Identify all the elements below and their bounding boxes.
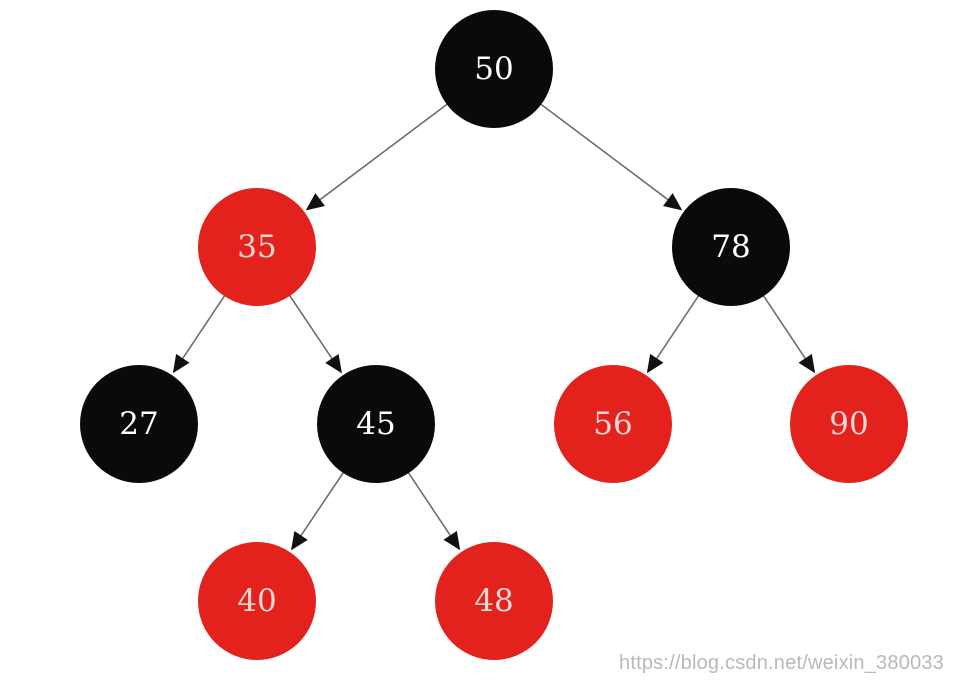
tree-node-56: 56 <box>554 365 672 483</box>
edge-arrowhead-n78-n90 <box>798 353 816 374</box>
edge-arrowhead-n45-n48 <box>443 530 461 551</box>
edge-line-n45-n40 <box>300 471 345 536</box>
tree-node-35: 35 <box>198 188 316 306</box>
edge-line-n50-n78 <box>539 103 669 201</box>
tree-node-27: 27 <box>80 365 198 483</box>
tree-node-50: 50 <box>435 10 553 128</box>
edge-line-n35-n27 <box>182 294 226 359</box>
node-label: 90 <box>829 406 869 442</box>
node-label: 50 <box>474 51 514 87</box>
edge-line-n50-n35 <box>319 103 449 201</box>
node-label: 40 <box>237 583 277 619</box>
edge-arrowhead-n45-n40 <box>291 530 308 551</box>
node-label: 45 <box>356 406 396 442</box>
node-label: 35 <box>237 229 277 265</box>
edge-arrowhead-n78-n56 <box>646 353 664 374</box>
watermark-url: https://blog.csdn.net/weixin_380033 <box>619 652 944 674</box>
edge-line-n78-n56 <box>656 294 700 359</box>
edge-line-n45-n48 <box>407 471 451 536</box>
edge-line-n35-n45 <box>288 294 333 359</box>
edge-line-n78-n90 <box>762 294 806 359</box>
edge-arrowhead-n50-n35 <box>305 193 325 211</box>
edge-arrowhead-n50-n78 <box>663 193 683 211</box>
tree-node-45: 45 <box>317 365 435 483</box>
tree-node-40: 40 <box>198 542 316 660</box>
tree-node-78: 78 <box>672 188 790 306</box>
node-label: 56 <box>593 406 633 442</box>
node-label: 48 <box>474 583 514 619</box>
edge-arrowhead-n35-n45 <box>325 353 342 374</box>
tree-node-90: 90 <box>790 365 908 483</box>
tree-node-48: 48 <box>435 542 553 660</box>
edge-arrowhead-n35-n27 <box>172 353 190 374</box>
node-label: 78 <box>711 229 751 265</box>
node-label: 27 <box>119 406 159 442</box>
